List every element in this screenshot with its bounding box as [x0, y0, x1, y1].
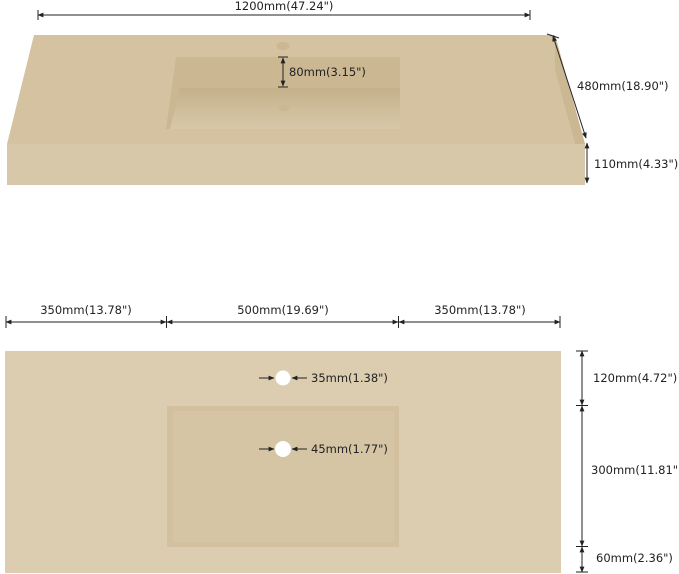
faucet-hole: [276, 42, 290, 50]
depth-extension-top: [546, 33, 560, 39]
front-margin-label: 60mm(2.36"): [596, 551, 673, 565]
plan-faucet-hole: [275, 370, 291, 386]
drain-hole-label: 45mm(1.77"): [311, 442, 388, 456]
basin-depth-label: 80mm(3.15"): [289, 65, 366, 79]
plan-basin: [167, 406, 399, 547]
basin-length-label: 300mm(11.81"): [591, 463, 679, 477]
depth-dimension-line: [552, 35, 587, 139]
basin-width-label: 500mm(19.69"): [237, 303, 329, 317]
plan-drain-hole: [275, 441, 291, 457]
plan-view: 350mm(13.78") 500mm(19.69") 350mm(13.78"…: [5, 303, 679, 573]
left-margin-label: 350mm(13.78"): [40, 303, 132, 317]
perspective-view: 1200mm(47.24") 480mm(18.90") 110mm(4.33"…: [7, 0, 678, 185]
depth-label: 480mm(18.90"): [577, 79, 669, 93]
countertop-front-edge: [7, 144, 585, 185]
height-label: 110mm(4.33"): [594, 157, 678, 171]
drain-hole: [278, 104, 290, 112]
width-label: 1200mm(47.24"): [235, 0, 334, 13]
plan-basin-inner: [173, 411, 394, 542]
back-margin-label: 120mm(4.72"): [593, 371, 677, 385]
faucet-hole-label: 35mm(1.38"): [311, 371, 388, 385]
right-margin-label: 350mm(13.78"): [434, 303, 526, 317]
